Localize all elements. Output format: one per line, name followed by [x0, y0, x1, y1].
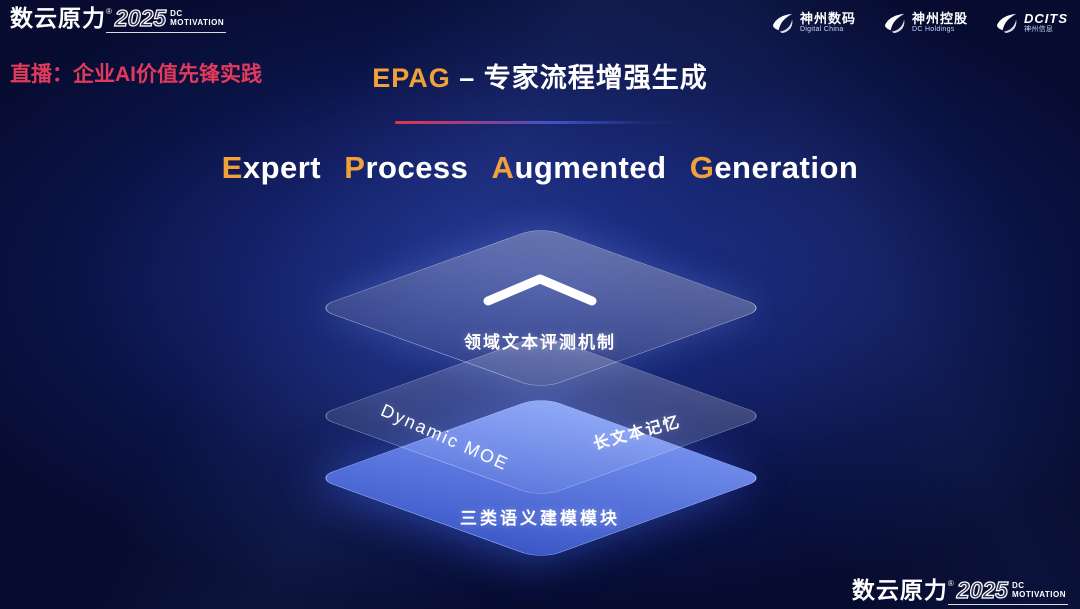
partner-text: 神州控股 DC Holdings [912, 11, 968, 35]
partner-digital-china: 神州数码 Digital China [770, 10, 856, 35]
partner-dc-holdings: 神州控股 DC Holdings [882, 10, 968, 35]
subtitle-word: Augmented [491, 150, 667, 185]
brand-subtext-top: DC [170, 9, 183, 18]
partner-name: 神州数码 [799, 10, 856, 26]
partner-name: DCITS [1024, 10, 1068, 26]
partner-dcits: DCITS 神州信息 [994, 10, 1068, 35]
brand-underline [106, 31, 227, 33]
chevron-up-icon [483, 274, 597, 306]
title-dash: – [459, 63, 476, 93]
registered-mark: ® [106, 7, 112, 16]
registered-mark: ® [947, 579, 954, 588]
partner-subname: Digital China [799, 26, 844, 34]
subtitle-word: Process [344, 150, 469, 185]
brand-year: 2025 [956, 577, 1008, 603]
brand-underline [947, 603, 1068, 605]
partner-text: DCITS 神州信息 [1024, 11, 1068, 35]
top-glass-layer [314, 226, 768, 390]
subtitle-english: Expert Process Augmented Generation [0, 150, 1080, 186]
live-stream-label: 直播：企业AI价值先锋实践 [10, 63, 262, 86]
subtitle-word: Generation [689, 150, 859, 185]
brand-subtext-bottom: MOTIVATION [170, 18, 225, 28]
partner-logos: 神州数码 Digital China 神州控股 DC Holdings DCIT… [770, 10, 1068, 35]
page-title: EPAG – 专家流程增强生成 [372, 56, 708, 95]
brand-subtext: DC MOTIVATION [170, 9, 224, 27]
brand-name-cn: 数云原力 [851, 577, 948, 603]
brand-name-cn: 数云原力 [10, 5, 106, 31]
brand-logo-footer: 数云原力 ® 2025 DC MOTIVATION [851, 577, 1068, 605]
partner-subname: 神州信息 [1024, 26, 1054, 34]
partner-text: 神州数码 Digital China [800, 11, 856, 35]
brand-logo-header: 数云原力 ® 2025 DC MOTIVATION [10, 5, 227, 33]
top-layer-label: 领域文本评测机制 [464, 333, 616, 352]
swoosh-logo-icon [772, 13, 793, 34]
layer-stack-diagram: 领域文本评测机制 Dynamic MOE 长文本记忆 三类语义建模模块 [260, 226, 820, 568]
bottom-layer-label: 三类语义建模模块 [460, 509, 620, 528]
brand-subtext-top: DC [1011, 581, 1025, 590]
brand-year: 2025 [114, 5, 167, 31]
brand-subtext: DC MOTIVATION [1012, 581, 1066, 599]
title-abbr: EPAG [372, 63, 451, 93]
swoosh-logo-icon [884, 13, 905, 34]
partner-name: 神州控股 [911, 10, 968, 26]
title-cn: 专家流程增强生成 [483, 63, 708, 93]
swoosh-logo-icon [996, 13, 1017, 34]
brand-subtext-bottom: MOTIVATION [1011, 590, 1066, 600]
title-gradient-divider [395, 121, 685, 124]
partner-subname: DC Holdings [911, 26, 955, 34]
subtitle-word: Expert [221, 150, 322, 185]
